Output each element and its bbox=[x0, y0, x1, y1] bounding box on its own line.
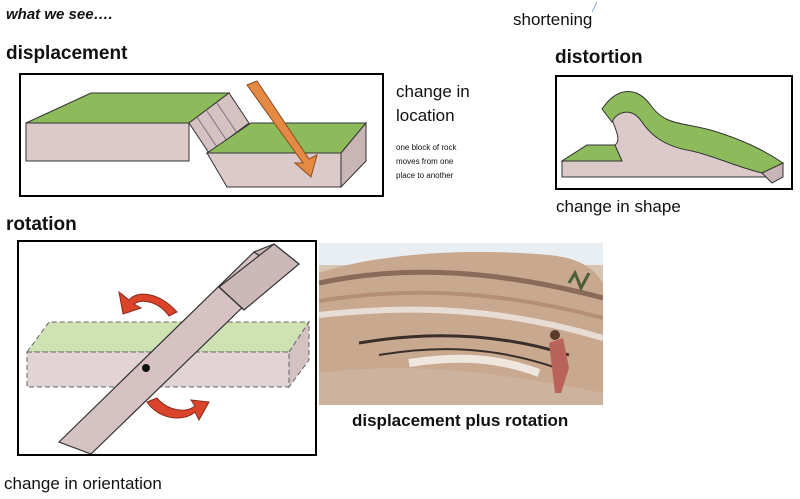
displacement-caption: change in location bbox=[396, 82, 470, 125]
intro-label: what we see…. bbox=[6, 6, 113, 23]
displacement-figure bbox=[19, 73, 384, 197]
outcrop-photo bbox=[319, 243, 603, 405]
displacement-note-2: moves from one bbox=[396, 157, 454, 166]
outcrop-photo-drawing bbox=[319, 243, 603, 405]
displacement-note-3: place to another bbox=[396, 171, 454, 180]
rotation-caption: change in orientation bbox=[4, 474, 162, 493]
displacement-title: displacement bbox=[6, 43, 128, 64]
distortion-caption: change in shape bbox=[556, 197, 681, 216]
rotation-title: rotation bbox=[6, 214, 77, 235]
displacement-diagram bbox=[25, 80, 368, 189]
distortion-title: distortion bbox=[555, 47, 643, 68]
rotation-diagram bbox=[26, 243, 310, 454]
photo-caption: displacement plus rotation bbox=[352, 411, 569, 430]
distortion-figure bbox=[555, 75, 793, 190]
shortening-tick bbox=[591, 2, 602, 12]
rotation-figure bbox=[17, 240, 317, 456]
displacement-note-1: one block of rock bbox=[396, 143, 457, 152]
shortening-label: shortening bbox=[513, 10, 593, 29]
distortion-diagram bbox=[560, 91, 785, 184]
